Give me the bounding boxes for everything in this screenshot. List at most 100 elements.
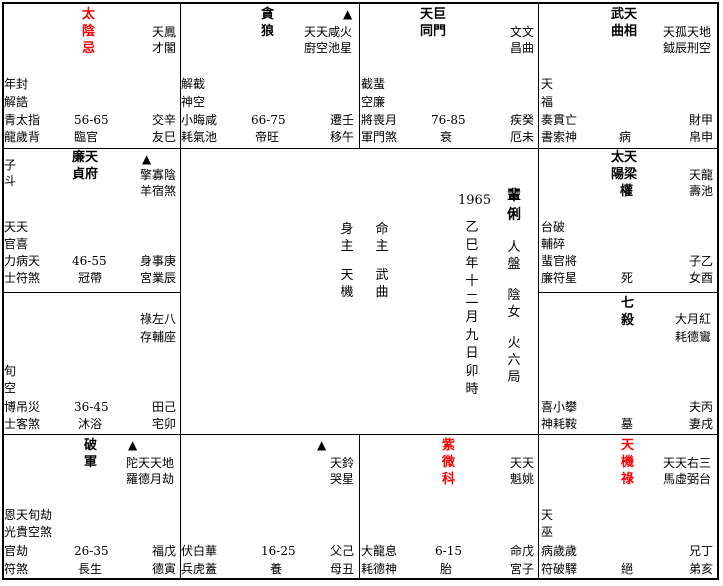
minor-stars-1: 文文 — [510, 25, 535, 39]
triangle-icon: ▲ — [317, 438, 327, 452]
chart-frame — [2, 2, 719, 580]
major-stars: 七 殺 — [621, 296, 635, 328]
life-stage: 絕 — [621, 562, 634, 576]
major-stars: 貪 狼 — [261, 7, 275, 39]
age-range: 76-85 — [431, 113, 466, 127]
stars-line2-a: 符煞 — [4, 562, 29, 576]
misc-stars-1: 天天 — [4, 220, 29, 234]
age-range: 26-35 — [74, 544, 109, 558]
minor-stars-2: 廚空池星 — [304, 41, 353, 55]
stars-line1-a: 將喪月 — [361, 113, 398, 127]
misc-stars-1: 天 — [541, 508, 554, 522]
grid-v-2-bottom — [359, 434, 360, 580]
shenzhu-value: 天 機 — [340, 268, 354, 300]
mingzhu-label: 命 主 — [375, 222, 389, 254]
grid-v-1 — [180, 2, 181, 580]
misc-stars-2: 空廉 — [361, 95, 386, 109]
life-stage: 養 — [270, 562, 283, 576]
major-stars: 武天 曲相 — [611, 7, 638, 39]
palace-name-1: 父己 — [330, 544, 355, 558]
minor-stars-2: 羅德月劫 — [126, 472, 175, 486]
minor-stars-2: 哭星 — [330, 472, 355, 486]
age-range: 46-55 — [72, 254, 107, 268]
age-range: 36-45 — [74, 400, 109, 414]
stars-line2-a: 兵虎蓋 — [181, 562, 218, 576]
palace-name-1: 命戊 — [510, 544, 535, 558]
palace-name-1: 田己 — [152, 400, 177, 414]
minor-stars-2: 魁姚 — [510, 472, 535, 486]
chart-board: 人 盤 — [507, 240, 521, 272]
life-stage: 帝旺 — [255, 130, 280, 144]
palace-chou: ▲ 天鈴 哭星 伏白華 16-25 父己 兵虎蓋 養 母丑 — [181, 435, 359, 580]
minor-stars-1: 天天 — [510, 456, 535, 470]
age-range: 56-65 — [74, 113, 109, 127]
minor-stars-1: 祿左八 — [140, 312, 177, 326]
misc-stars-2: 輔碎 — [541, 237, 566, 251]
misc-stars-2: 福 — [541, 95, 554, 109]
grid-h-2-left — [2, 292, 180, 293]
life-stage: 死 — [621, 271, 634, 285]
misc-stars-1: 旬 — [4, 364, 17, 378]
life-stage: 病 — [619, 130, 632, 144]
stars-line2-a: 耗德神 — [361, 562, 398, 576]
palace-si: 太 陰 忌 天鳳 才閣 年封 解誥 青太指 56-65 交辛 龍歲背 臨官 友巳 — [2, 2, 180, 148]
misc-top-1: 子 — [4, 158, 17, 172]
misc-stars-2: 解誥 — [4, 95, 29, 109]
grid-h-2-right — [538, 292, 719, 293]
triangle-icon: ▲ — [343, 7, 353, 21]
palace-name-2: 移午 — [330, 130, 355, 144]
stars-line1-a: 大龍息 — [361, 544, 398, 558]
misc-stars-2: 巫 — [541, 525, 554, 539]
minor-stars-1: 大月紅 — [675, 312, 712, 326]
misc-stars-2: 光貴空煞 — [4, 525, 53, 539]
palace-chen: 子 斗 廉天 貞府 ▲ 擎寡陰 羊宿煞 天天 官喜 力病天 46-55 身事庚 … — [2, 149, 180, 292]
minor-stars-1: 陀天天地 — [126, 456, 175, 470]
palace-xu: 七 殺 大月紅 耗德鸞 喜小攀 夫丙 神耗鞍 墓 妻戌 — [539, 293, 719, 434]
misc-top-2: 斗 — [4, 174, 17, 188]
minor-stars-2: 羊宿煞 — [140, 184, 177, 198]
grid-h-3 — [2, 434, 719, 435]
minor-stars-1: 天天咸火 — [304, 25, 353, 39]
misc-stars-1: 解截 — [181, 77, 206, 91]
birth-year: 1965 — [458, 193, 492, 208]
shenzhu-label: 身 主 — [340, 222, 354, 254]
minor-stars-1: 擎寡陰 — [140, 168, 177, 182]
palace-name-1: 福戊 — [152, 544, 177, 558]
life-stage: 衰 — [440, 130, 453, 144]
major-stars: 破 軍 — [84, 438, 98, 470]
palace-yin: 破 軍 ▲ 陀天天地 羅德月劫 恩天旬劫 光貴空煞 官劫 26-35 福戊 符煞… — [2, 435, 180, 580]
stars-line1-a: 小晦咸 — [181, 113, 218, 127]
palace-name-1: 交辛 — [152, 113, 177, 127]
five-element-bureau: 火 六 局 — [507, 336, 521, 385]
stars-line1-a: 伏白華 — [181, 544, 218, 558]
stars-line2-a: 士客煞 — [4, 417, 41, 431]
palace-name-1: 身事庚 — [140, 254, 177, 268]
palace-you: 太天 陽梁 權 天龍 壽池 台破 輔碎 蜚官將 子乙 廉符星 死 女酉 — [539, 149, 719, 292]
stars-line2-a: 廉符星 — [541, 271, 578, 285]
palace-name-2: 母丑 — [330, 562, 355, 576]
stars-line2-a: 龍歲背 — [4, 130, 41, 144]
palace-zi: 紫 微 科 天天 魁姚 大龍息 6-15 命戊 耗德神 胎 宮子 — [360, 435, 538, 580]
palace-name-1: 子乙 — [689, 254, 714, 268]
palace-shen: 武天 曲相 天孤天地 鉞辰刑空 天 福 奏貫亡 財甲 書索神 病 帛申 — [539, 2, 719, 148]
life-stage: 長生 — [78, 562, 103, 576]
palace-name-2: 弟亥 — [689, 562, 714, 576]
misc-stars-1: 截蜚 — [361, 77, 386, 91]
stars-line1-a: 奏貫亡 — [541, 113, 578, 127]
stars-line1-a: 青太指 — [4, 113, 41, 127]
stars-line2-a: 符破驛 — [541, 562, 578, 576]
life-stage: 胎 — [440, 562, 453, 576]
major-stars: 紫 微 科 — [442, 438, 456, 487]
stars-line2-a: 士符煞 — [4, 271, 41, 285]
stars-line2-a: 軍門煞 — [361, 130, 398, 144]
palace-name-1: 疾癸 — [510, 113, 535, 127]
minor-stars-1: 天天右三 — [663, 456, 712, 470]
person-name: 輩 俐 — [507, 188, 521, 223]
minor-stars-1: 天孤天地 — [663, 25, 712, 39]
minor-stars-2: 耗德鸞 — [675, 330, 712, 344]
center-panel: 身 主 天 機 命 主 武 曲 1965 乙 巳 年 十 二 月 九 日 卯 時… — [181, 149, 538, 434]
misc-stars-2: 空 — [4, 381, 17, 395]
misc-stars-1: 恩天旬劫 — [4, 508, 53, 522]
stars-line1-a: 喜小攀 — [541, 400, 578, 414]
stars-line1-a: 博吊災 — [4, 400, 41, 414]
